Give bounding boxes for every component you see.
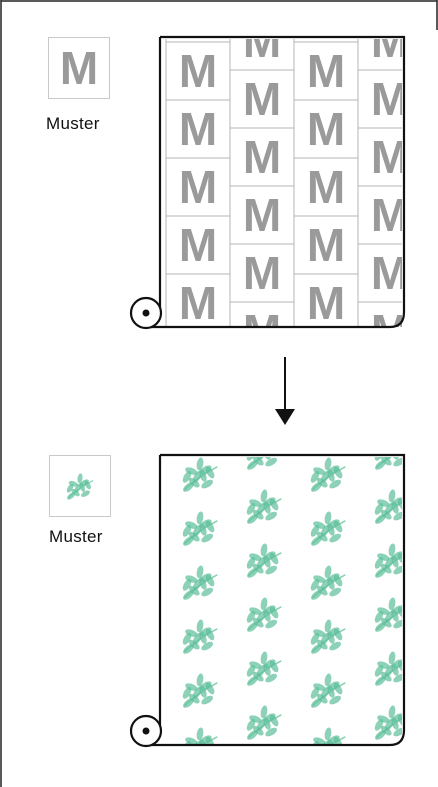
leaf-motif: [310, 457, 346, 492]
pattern-letter: M: [307, 103, 345, 155]
leaf-motif: [374, 597, 402, 632]
leaf-motif: [374, 705, 402, 740]
pattern-letter: M: [243, 73, 281, 125]
leaf-motif: [310, 619, 346, 654]
leaf-motif: [246, 457, 278, 470]
pattern-letter: M: [179, 277, 217, 329]
pattern-letter: M: [243, 189, 281, 241]
leaf-motif: [246, 489, 282, 524]
leaf-motif: [182, 511, 218, 546]
pattern-letter: M: [179, 219, 217, 271]
leaf-motif: [182, 565, 218, 600]
pattern-letter: M: [179, 161, 217, 213]
roll-outline-bottom: [146, 453, 406, 747]
leaf-motif: [310, 727, 346, 745]
pattern-letter: M: [243, 247, 281, 299]
pattern-letter: M: [179, 45, 217, 97]
wallpaper-pattern-leaf: [182, 457, 402, 745]
pattern-letter: M: [307, 45, 345, 97]
roll-outline-top: [146, 35, 406, 329]
pattern-letter: M: [307, 277, 345, 329]
leaf-motif: [374, 489, 402, 524]
swatch-letter: M: [59, 42, 99, 94]
pattern-letter: M: [243, 305, 281, 334]
leaf-motif: [182, 457, 218, 492]
pattern-letter: M: [371, 131, 409, 183]
arrow-down-icon: [275, 357, 295, 425]
pattern-letter: M: [243, 131, 281, 183]
leaf-motif: [246, 543, 282, 578]
leaf-motif: [374, 543, 402, 578]
leaf-motif: [246, 705, 282, 740]
pattern-label-bottom: Muster: [49, 527, 103, 546]
leaf-motif: [246, 651, 282, 686]
pattern-letter: M: [307, 219, 345, 271]
leaf-icon: [66, 473, 94, 500]
pattern-letter: M: [307, 161, 345, 213]
leaf-motif: [66, 473, 94, 500]
pattern-swatch-leaf: [49, 455, 111, 517]
wallpaper-pattern-m: MMMMMMMMMMMMMMMMMMMMMMMMMMMM: [165, 34, 409, 334]
pattern-swatch-m: M: [48, 37, 110, 99]
pattern-letter: M: [179, 103, 217, 155]
leaf-motif: [310, 673, 346, 708]
leaf-motif: [182, 727, 218, 745]
leaf-motif: [182, 619, 218, 654]
pattern-letter: M: [371, 189, 409, 241]
leaf-motif: [246, 597, 282, 632]
pattern-letter: M: [371, 73, 409, 125]
leaf-motif: [374, 651, 402, 686]
leaf-motif: [310, 511, 346, 546]
pattern-label-top: Muster: [46, 114, 100, 133]
leaf-motif: [374, 457, 402, 470]
pattern-letter: M: [371, 34, 409, 67]
wallpaper-roll-leaf: [129, 453, 406, 748]
wallpaper-roll-m: MMMMMMMMMMMMMMMMMMMMMMMMMMMM: [129, 34, 409, 334]
leaf-motif: [310, 565, 346, 600]
pattern-letter: M: [371, 247, 409, 299]
pattern-letter: M: [243, 34, 281, 67]
leaf-motif: [182, 673, 218, 708]
pattern-letter: M: [371, 305, 409, 334]
